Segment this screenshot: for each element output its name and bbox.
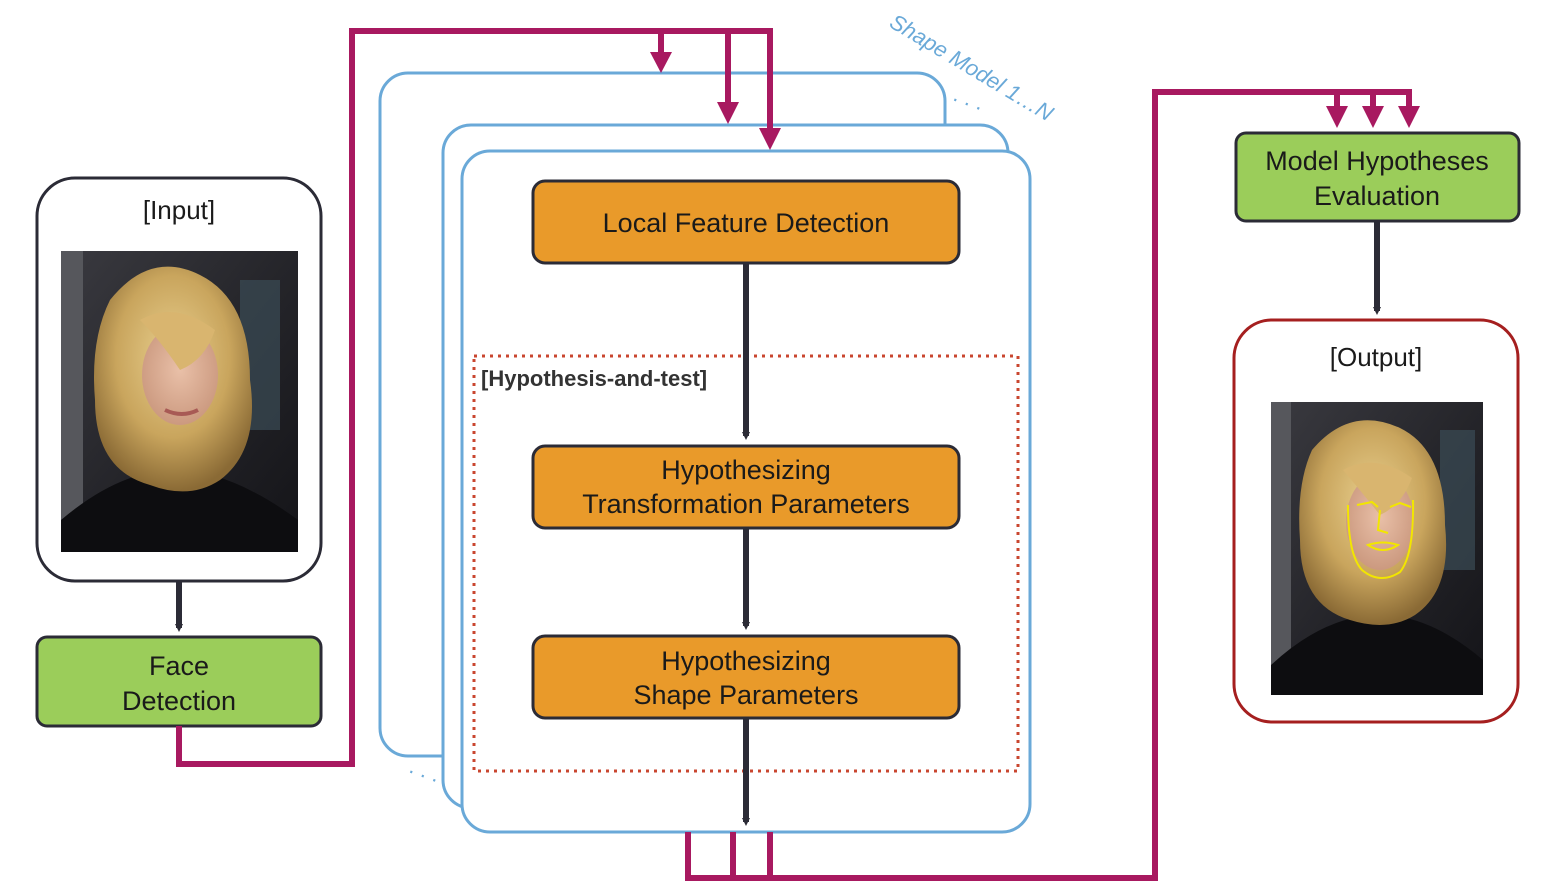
shape-model-dots-bottom: . . . [406,753,443,787]
arrowhead-front-frame [759,128,781,150]
output-panel: [Output] [1232,318,1520,724]
connector-detection-to-models [176,28,773,767]
arrowhead-eval-2 [1362,106,1384,128]
face-detection-line2: Detection [122,686,236,716]
jawline-landmarks [1347,499,1415,579]
transformation-box: Hypothesizing Transformation Parameters [531,444,961,530]
mouth-landmarks [1365,541,1401,551]
evaluation-line1: Model Hypotheses [1265,146,1489,176]
arrowhead-middle-frame [717,102,739,124]
magenta-arrowheads [650,52,1420,150]
evaluation-box: Model Hypotheses Evaluation [1234,131,1521,223]
arrowhead-eval-3 [1398,106,1420,128]
face-detection-line1: Face [149,651,209,681]
transformation-line2: Transformation Parameters [582,489,910,519]
arrowhead-back-frame [650,52,672,73]
input-panel: [Input] [35,176,323,583]
arrowhead-eval-1 [1326,106,1348,128]
left-eye-landmarks [1356,500,1379,508]
landmark-overlay [1347,499,1415,579]
input-photo [61,251,298,552]
right-eye-landmarks [1389,501,1412,508]
output-title: [Output] [1330,342,1423,372]
face-detection-box: Face Detection [35,635,323,728]
evaluation-line2: Evaluation [1314,181,1440,211]
shape-params-line1: Hypothesizing [661,646,831,676]
input-title: [Input] [143,195,215,225]
output-photo [1271,402,1483,695]
shape-params-box: Hypothesizing Shape Parameters [531,634,961,720]
connector-merge-bottom [685,89,1412,881]
hypothesis-label: [Hypothesis-and-test] [481,366,707,391]
local-feature-box: Local Feature Detection [531,179,961,265]
nose-landmarks [1376,509,1389,534]
transformation-line1: Hypothesizing [661,455,831,485]
local-feature-label: Local Feature Detection [603,208,890,238]
shape-params-line2: Shape Parameters [633,680,858,710]
